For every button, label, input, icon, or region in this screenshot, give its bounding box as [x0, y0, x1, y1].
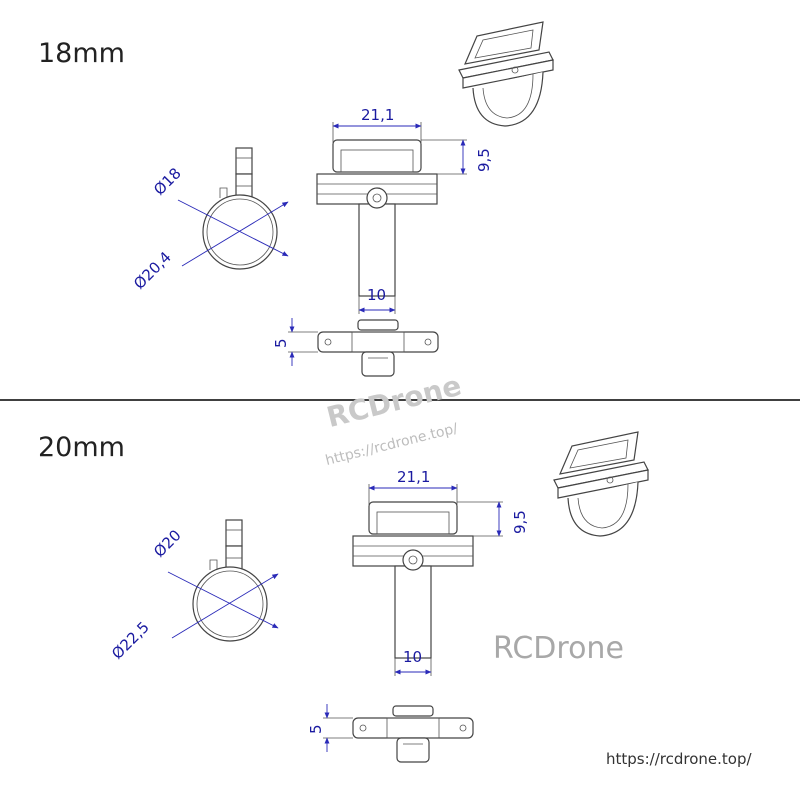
outer-diameter-label: Ø20,4 — [130, 248, 175, 293]
size-label: 18mm — [38, 38, 125, 69]
outer-diameter-label: Ø22,5 — [108, 618, 153, 663]
top-view: 5 — [272, 318, 438, 376]
size-label: 20mm — [38, 432, 125, 463]
front-view: 21,1 9,5 10 — [353, 468, 529, 676]
front-view: 21,1 9,5 10 — [317, 106, 493, 314]
footer-brand: RCDrone — [493, 631, 624, 666]
height-label: 9,5 — [511, 510, 529, 534]
inner-diameter-label: Ø18 — [150, 164, 185, 199]
stem-width-label: 10 — [403, 648, 422, 666]
footer-url: https://rcdrone.top/ — [606, 750, 752, 768]
stem-width-label: 10 — [367, 286, 386, 304]
isometric-view — [553, 431, 649, 537]
ring-side-view: Ø20 Ø22,5 — [108, 520, 278, 663]
thickness-label: 5 — [272, 338, 290, 348]
thickness-label: 5 — [307, 724, 325, 734]
height-label: 9,5 — [475, 148, 493, 172]
section-18mm: 18mm Ø18 Ø20,4 21,1 9,5 10 5 — [38, 21, 554, 376]
section-20mm: 20mm Ø20 Ø22,5 21,1 9,5 10 5 — [38, 431, 649, 762]
width-label: 21,1 — [397, 468, 430, 486]
ring-side-view: Ø18 Ø20,4 — [130, 148, 288, 293]
isometric-view — [458, 21, 554, 127]
top-view: 5 — [307, 704, 473, 762]
center-watermark: RCDrone https://rcdrone.top/ — [323, 369, 464, 469]
width-label: 21,1 — [361, 106, 394, 124]
inner-diameter-label: Ø20 — [150, 526, 185, 561]
